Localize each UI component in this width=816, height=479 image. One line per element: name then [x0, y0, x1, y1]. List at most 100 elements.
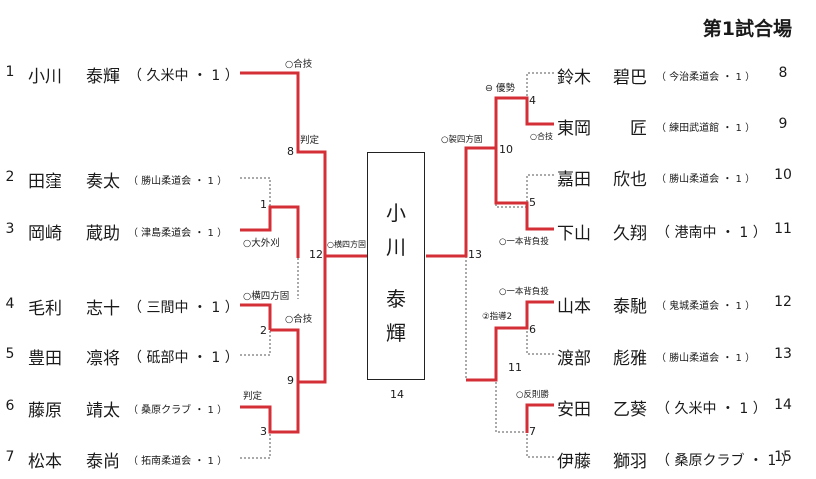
result-label: ○合技	[285, 314, 313, 325]
match-number: 10	[499, 143, 513, 156]
surname: 毛利	[28, 299, 62, 319]
result-label: ⊖ 優勢	[485, 83, 515, 94]
champion-name-char: 泰	[386, 287, 406, 311]
match-number: 12	[309, 248, 323, 261]
club: （ 練田武道館 ・ 1 ）	[656, 123, 756, 134]
given-name: 泰尚	[86, 452, 120, 472]
win-path-seed-12	[466, 300, 554, 382]
given-name: 奏太	[86, 172, 120, 192]
result-label: 判定	[300, 135, 320, 146]
result-label: ○一本背負投	[499, 287, 549, 297]
line-seed-2	[240, 177, 271, 207]
club: （ 今治柔道会 ・ 1 ）	[656, 72, 756, 83]
given-name: 欣也	[613, 170, 647, 190]
line-seed-5	[240, 330, 271, 356]
club: （ 勝山柔道会 ・ 1 ）	[128, 176, 228, 187]
champion-name-char: 小	[386, 201, 406, 225]
seed-number: 1	[5, 64, 15, 80]
seed-number: 14	[774, 397, 792, 413]
venue-title: 第1試合場	[702, 18, 792, 40]
win-path-seed-1	[240, 71, 367, 258]
champion-name-char: 川	[386, 235, 406, 259]
match-number: 11	[508, 361, 522, 374]
surname: 嘉田	[557, 170, 591, 190]
seed-number: 8	[778, 65, 788, 81]
win-path-seed-11	[426, 146, 554, 258]
line-seed-8	[526, 72, 554, 98]
match-number: 9	[287, 374, 294, 387]
given-name: 蔵助	[86, 224, 120, 244]
result-label: ○袈四方固	[441, 135, 483, 145]
club: （ 砥部中 ・ 1 ）	[128, 350, 239, 366]
final-match-number: 14	[390, 388, 404, 401]
seed-number: 11	[774, 221, 792, 237]
seed-number: 4	[5, 296, 15, 312]
line-m11-loser	[495, 330, 527, 433]
club: （ 三間中 ・ 1 ）	[128, 300, 239, 316]
surname: 豊田	[28, 349, 62, 369]
seed-number: 13	[774, 346, 792, 362]
given-name: 志十	[86, 299, 120, 319]
club: （ 拓南柔道会 ・ 1 ）	[128, 456, 228, 467]
surname: 松本	[28, 452, 62, 472]
given-name: 泰馳	[613, 297, 647, 317]
given-name: 凛将	[86, 349, 120, 369]
seed-number: 6	[5, 398, 15, 414]
match-number: 1	[260, 198, 267, 211]
result-label: ○大外刈	[243, 238, 280, 249]
win-path-seed-14	[525, 403, 554, 433]
seed-number: 2	[5, 169, 15, 185]
win-path-seed-3	[240, 205, 300, 258]
club: （ 津島柔道会 ・ 1 ）	[128, 228, 228, 239]
result-label: ○合技	[530, 132, 553, 141]
surname: 東岡	[557, 119, 591, 139]
seed-number: 10	[774, 167, 792, 183]
given-name: 獅羽	[613, 452, 647, 472]
match-number: 2	[260, 324, 267, 337]
surname: 下山	[557, 224, 591, 244]
given-name: 匠	[630, 119, 647, 139]
match-number: 13	[468, 248, 482, 261]
surname: 山本	[557, 297, 591, 317]
line-seed-13	[526, 328, 554, 355]
given-name: 泰輝	[86, 67, 120, 87]
surname: 藤原	[28, 401, 62, 421]
surname: 鈴木	[557, 68, 591, 88]
line-m10-loser	[495, 148, 527, 208]
surname: 田窪	[28, 172, 62, 192]
club: （ 桑原クラブ ・ 1 ）	[656, 453, 795, 469]
surname: 渡部	[557, 349, 591, 369]
match-number: 7	[529, 425, 536, 438]
result-label: ②指導2	[482, 312, 513, 322]
seed-number: 7	[5, 449, 15, 465]
line-seed-7	[240, 432, 271, 459]
club: （ 港南中 ・ 1 ）	[656, 225, 767, 241]
line-seed-10	[526, 174, 554, 203]
result-label: ○一本背負投	[499, 237, 549, 247]
win-path-seed-6	[240, 382, 300, 434]
surname: 岡崎	[28, 224, 62, 244]
result-label: ○合技	[285, 59, 313, 70]
club: （ 久米中 ・ 1 ）	[656, 401, 767, 417]
given-name: 彪雅	[613, 349, 647, 369]
win-path-seed-4	[240, 303, 272, 330]
given-name: 久翔	[613, 224, 647, 244]
surname: 伊藤	[557, 452, 591, 472]
club: （ 勝山柔道会 ・ 1 ）	[656, 353, 756, 364]
surname: 小川	[28, 67, 62, 87]
seed-number: 12	[774, 294, 792, 310]
seed-number: 3	[5, 221, 15, 237]
seed-number: 9	[778, 116, 788, 132]
result-label: 判定	[243, 391, 263, 402]
seed-number: 15	[774, 449, 792, 465]
match-number: 3	[260, 425, 267, 438]
given-name: 乙葵	[613, 400, 647, 420]
seed-number: 5	[5, 346, 15, 362]
match-number: 4	[529, 94, 536, 107]
champion-name-char: 輝	[386, 321, 406, 345]
given-name: 碧巴	[613, 68, 647, 88]
champion-box: 小 川 泰 輝	[367, 152, 425, 380]
given-name: 靖太	[86, 401, 120, 421]
result-label: ○横四方固	[327, 240, 366, 249]
